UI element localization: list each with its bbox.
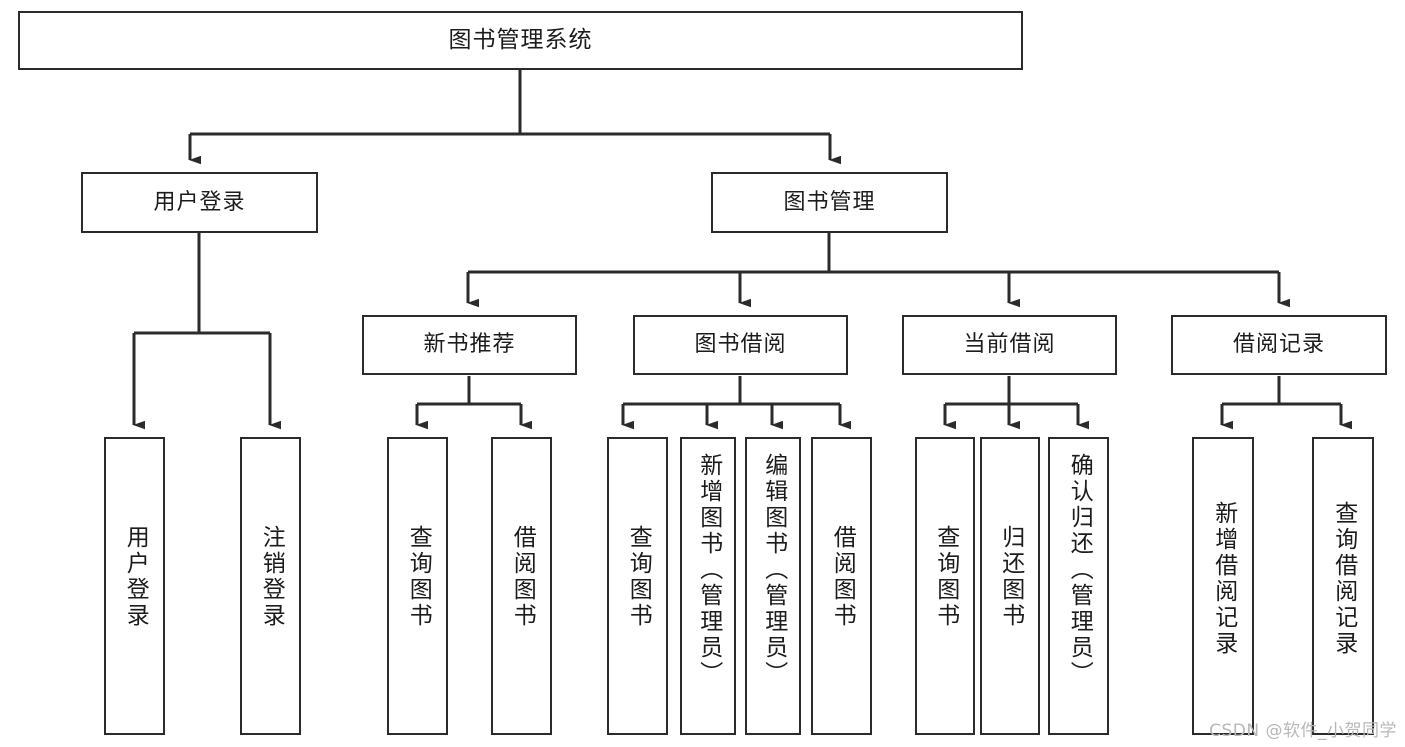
node-label: 查询借阅记录 bbox=[1330, 501, 1357, 657]
node-label: 查询图书 bbox=[625, 525, 652, 629]
node-label: 图书管理 bbox=[783, 189, 876, 215]
leaf-new-book-borrow-book[interactable]: 借阅图书 bbox=[491, 437, 552, 735]
node-label: 当前借阅 bbox=[963, 332, 1056, 358]
node-root-book-management-system[interactable]: 图书管理系统 bbox=[18, 11, 1023, 70]
node-current-borrow[interactable]: 当前借阅 bbox=[902, 315, 1117, 375]
node-label: 确认归还（管理员） bbox=[1066, 453, 1093, 687]
node-label: 借阅记录 bbox=[1232, 332, 1325, 358]
leaf-book-borrow-add-book-admin[interactable]: 新增图书（管理员） bbox=[680, 437, 736, 735]
node-label: 用户登录 bbox=[122, 525, 149, 629]
leaf-user-login-login[interactable]: 用户登录 bbox=[104, 437, 165, 735]
node-label: 编辑图书（管理员） bbox=[760, 453, 787, 687]
csdn-watermark: CSDN @软件_小贺同学 bbox=[1209, 721, 1397, 741]
leaf-borrow-record-query-record[interactable]: 查询借阅记录 bbox=[1312, 437, 1374, 735]
node-book-borrow[interactable]: 图书借阅 bbox=[633, 315, 848, 375]
leaf-current-borrow-query-book[interactable]: 查询图书 bbox=[915, 437, 975, 735]
node-new-book-recommend[interactable]: 新书推荐 bbox=[362, 315, 577, 375]
node-label: 借阅图书 bbox=[829, 525, 856, 629]
node-label: 图书管理系统 bbox=[448, 27, 593, 54]
leaf-book-borrow-query-book[interactable]: 查询图书 bbox=[607, 437, 668, 735]
node-user-login[interactable]: 用户登录 bbox=[81, 172, 318, 233]
leaf-book-borrow-borrow-book[interactable]: 借阅图书 bbox=[811, 437, 872, 735]
node-label: 图书借阅 bbox=[694, 332, 787, 358]
leaf-book-borrow-edit-book-admin[interactable]: 编辑图书（管理员） bbox=[745, 437, 801, 735]
leaf-current-borrow-return-book[interactable]: 归还图书 bbox=[980, 437, 1040, 735]
node-label: 注销登录 bbox=[258, 525, 285, 629]
leaf-user-login-logout[interactable]: 注销登录 bbox=[240, 437, 301, 735]
node-label: 用户登录 bbox=[153, 189, 246, 215]
node-book-management[interactable]: 图书管理 bbox=[711, 172, 948, 233]
node-label: 新增图书（管理员） bbox=[695, 453, 722, 687]
leaf-new-book-query-book[interactable]: 查询图书 bbox=[387, 437, 448, 735]
node-borrow-record[interactable]: 借阅记录 bbox=[1171, 315, 1387, 375]
leaf-current-borrow-confirm-return-admin[interactable]: 确认归还（管理员） bbox=[1048, 437, 1109, 735]
node-label: 借阅图书 bbox=[509, 525, 536, 629]
node-label: 新书推荐 bbox=[423, 332, 516, 358]
node-label: 查询图书 bbox=[405, 525, 432, 629]
node-label: 查询图书 bbox=[932, 525, 959, 629]
node-label: 新增借阅记录 bbox=[1210, 501, 1237, 657]
node-label: 归还图书 bbox=[997, 525, 1024, 629]
leaf-borrow-record-add-record[interactable]: 新增借阅记录 bbox=[1192, 437, 1254, 735]
